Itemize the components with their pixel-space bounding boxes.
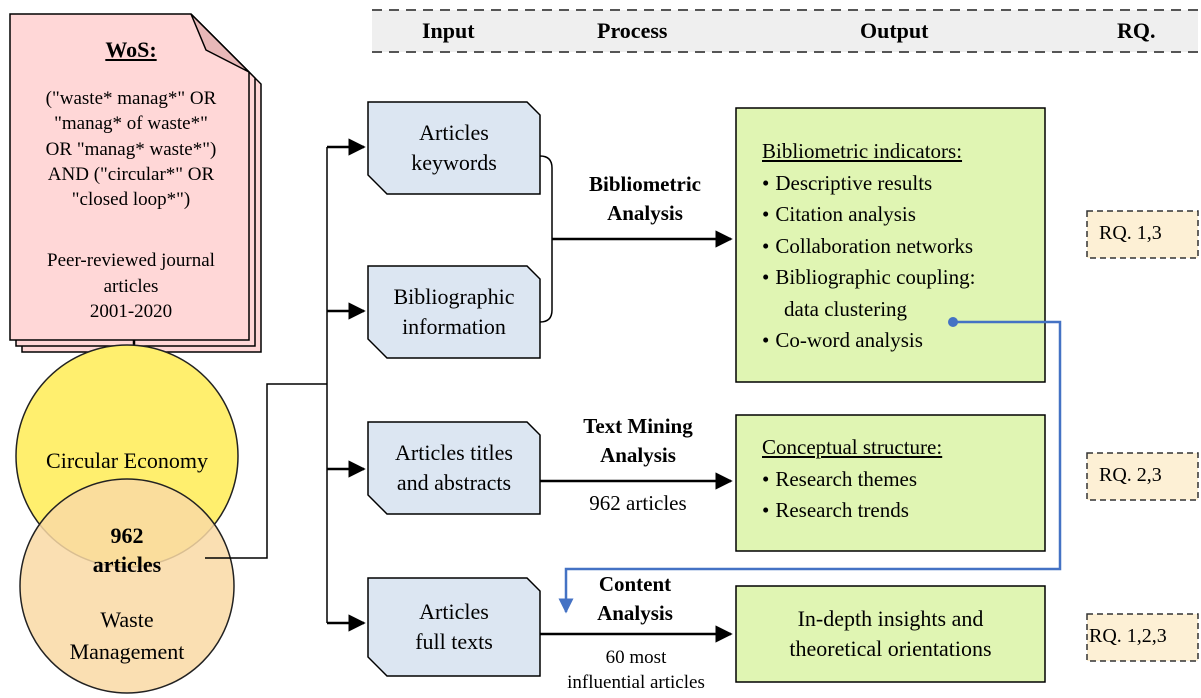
rq-box-1 — [1086, 210, 1199, 259]
header-output: Output — [860, 18, 929, 43]
circular-economy-label: Circular Economy — [46, 448, 208, 473]
output-conceptual-text: Conceptual structure: Research themes Re… — [762, 432, 1042, 527]
input-box-fulltexts — [367, 577, 541, 677]
data-clustering-connector — [558, 320, 1062, 614]
wos-title: WoS: — [105, 37, 157, 62]
rq-box-2 — [1086, 452, 1199, 501]
output-bibliometric-text: Bibliometric indicators: Descriptive res… — [762, 136, 1042, 357]
header-rq: RQ. — [1117, 18, 1156, 43]
header-process: Process — [597, 18, 668, 43]
rq-label-1: RQ. 1,3 — [1099, 222, 1162, 244]
output-item: Research themes — [762, 464, 1042, 496]
output-item: Descriptive results — [762, 168, 1042, 200]
rq-label-2: RQ. 2,3 — [1099, 464, 1162, 486]
input-box-keywords — [367, 101, 541, 195]
venn-diagram — [15, 344, 239, 694]
output-box-insights — [735, 585, 1046, 683]
wos-query: ("waste* manag*" OR "manag* of waste*" O… — [45, 88, 217, 211]
output-item: Bibliographic coupling: — [762, 262, 1042, 294]
header-band — [372, 9, 1198, 53]
venn-connector — [205, 383, 327, 559]
bibliometric-bracket — [539, 155, 553, 323]
process-textmining-note: 962 articles — [589, 491, 687, 515]
rq-label-3: RQ. 1,2,3 — [1089, 625, 1167, 647]
waste-management-circle — [19, 478, 235, 694]
output-conceptual-heading: Conceptual structure: — [762, 435, 943, 459]
waste-management-label: Waste Management — [69, 607, 185, 664]
output-item: Co-word analysis — [762, 325, 1042, 357]
output-item: Research trends — [762, 495, 1042, 527]
wos-document — [9, 13, 262, 353]
wos-filter: Peer-reviewed journal articles 2001-2020 — [47, 250, 215, 323]
output-bibliometric-heading: Bibliometric indicators: — [762, 139, 963, 163]
rq-box-3 — [1086, 613, 1199, 662]
output-item: Citation analysis — [762, 199, 1042, 231]
input-box-bibliographic — [367, 265, 541, 359]
output-item: Collaboration networks — [762, 231, 1042, 263]
header-input: Input — [422, 18, 475, 43]
overlap-label: 962 articles — [92, 523, 162, 577]
input-box-titles — [367, 421, 541, 515]
output-item-continuation: data clustering — [784, 296, 908, 321]
